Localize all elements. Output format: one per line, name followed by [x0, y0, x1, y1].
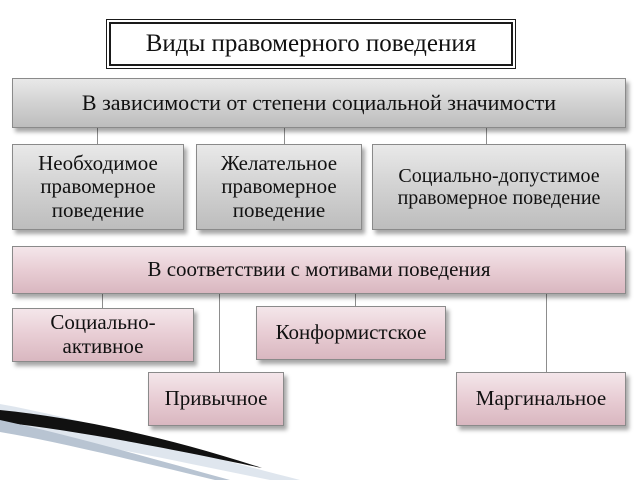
type-socially-active: Социально-активное — [12, 308, 194, 362]
type-label: Привычное — [164, 386, 268, 411]
category-label: В соответствии с мотивами поведения — [147, 257, 491, 282]
connector-line — [546, 294, 547, 372]
category-label: В зависимости от степени социальной знач… — [81, 89, 557, 115]
type-label: Необходимое правомерное поведение — [38, 150, 158, 222]
category-social-significance: В зависимости от степени социальной знач… — [12, 78, 626, 128]
type-habitual: Привычное — [148, 372, 284, 426]
type-conformist: Конформистское — [256, 306, 446, 360]
type-label: Маргинальное — [475, 386, 607, 411]
diagram-title: Виды правомерного поведения — [106, 19, 516, 69]
connector-line — [355, 294, 356, 306]
category-motives: В соответствии с мотивами поведения — [12, 246, 626, 294]
type-label: Конформистское — [275, 320, 427, 345]
type-label: Социально-активное — [50, 310, 156, 358]
type-label: Желательное правомерное поведение — [220, 150, 338, 222]
type-socially-acceptable: Социально-допустимое правомерное поведен… — [372, 144, 626, 230]
connector-line — [486, 128, 487, 144]
connector-line — [284, 128, 285, 144]
connector-line — [102, 294, 103, 308]
type-desirable: Желательное правомерное поведение — [196, 144, 362, 230]
connector-line — [219, 294, 220, 372]
type-necessary: Необходимое правомерное поведение — [12, 144, 184, 230]
type-label: Социально-допустимое правомерное поведен… — [397, 164, 601, 209]
connector-line — [97, 128, 98, 144]
type-marginal: Маргинальное — [456, 372, 626, 426]
